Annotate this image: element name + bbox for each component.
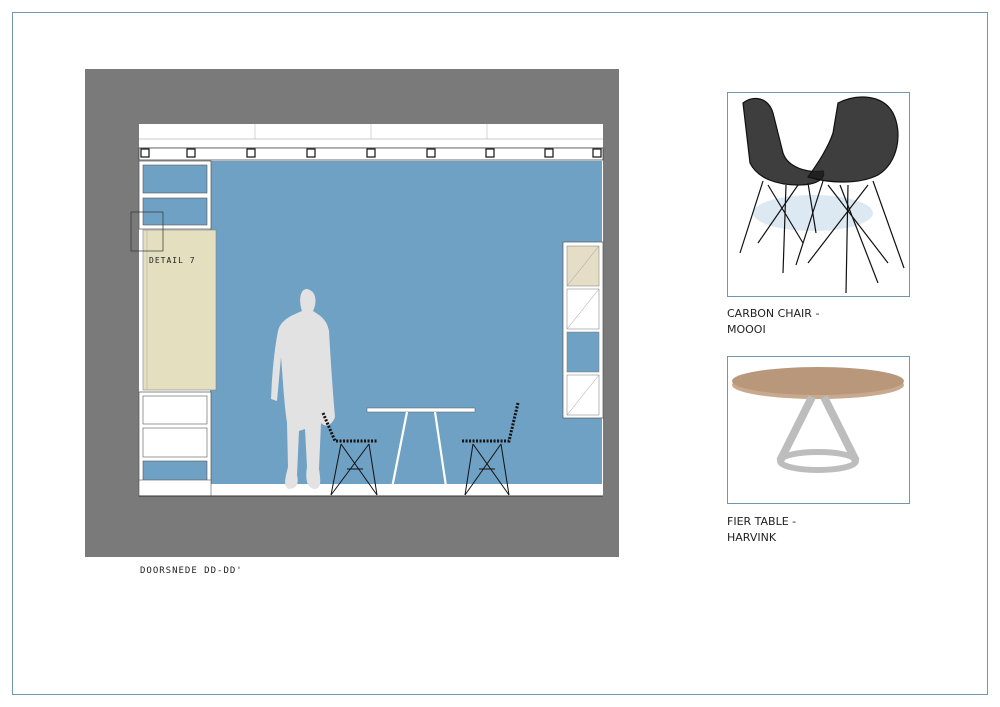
detail-marker: [130, 211, 164, 252]
carbon-chair-illustration: [739, 96, 905, 294]
ceiling-lights: [140, 148, 602, 158]
fier-table-illustration: [732, 367, 904, 473]
section-drawing: DETAIL 7: [85, 69, 619, 557]
product-name-fier-table: FIER TABLE - HARVINK: [727, 514, 796, 546]
product-name-line1: FIER TABLE -: [727, 515, 797, 528]
section-caption: DOORSNEDE DD-DD': [140, 566, 243, 576]
product-name-line2: HARVINK: [727, 531, 777, 544]
blue-wall: [210, 161, 602, 484]
fier-table-image: [727, 356, 910, 504]
tall-cabinet: [142, 229, 217, 391]
table: [366, 407, 476, 494]
detail-label: DETAIL 7: [149, 256, 196, 265]
ceiling-beam: [138, 147, 604, 161]
left-chair: [321, 412, 378, 496]
sheet-frame: [12, 12, 988, 695]
right-shelving: [562, 241, 604, 419]
product-name-line2: MOOOI: [727, 323, 766, 336]
product-name-carbon-chair: CARBON CHAIR - MOOOI: [727, 306, 819, 338]
human-figure: [271, 289, 335, 489]
carbon-chair-image: [727, 92, 910, 297]
section-svg: DETAIL 7: [130, 124, 604, 497]
lower-drawers: [138, 391, 212, 497]
left-shelving: [138, 160, 212, 230]
product-name-line1: CARBON CHAIR -: [727, 307, 820, 320]
right-chair: [461, 402, 520, 496]
